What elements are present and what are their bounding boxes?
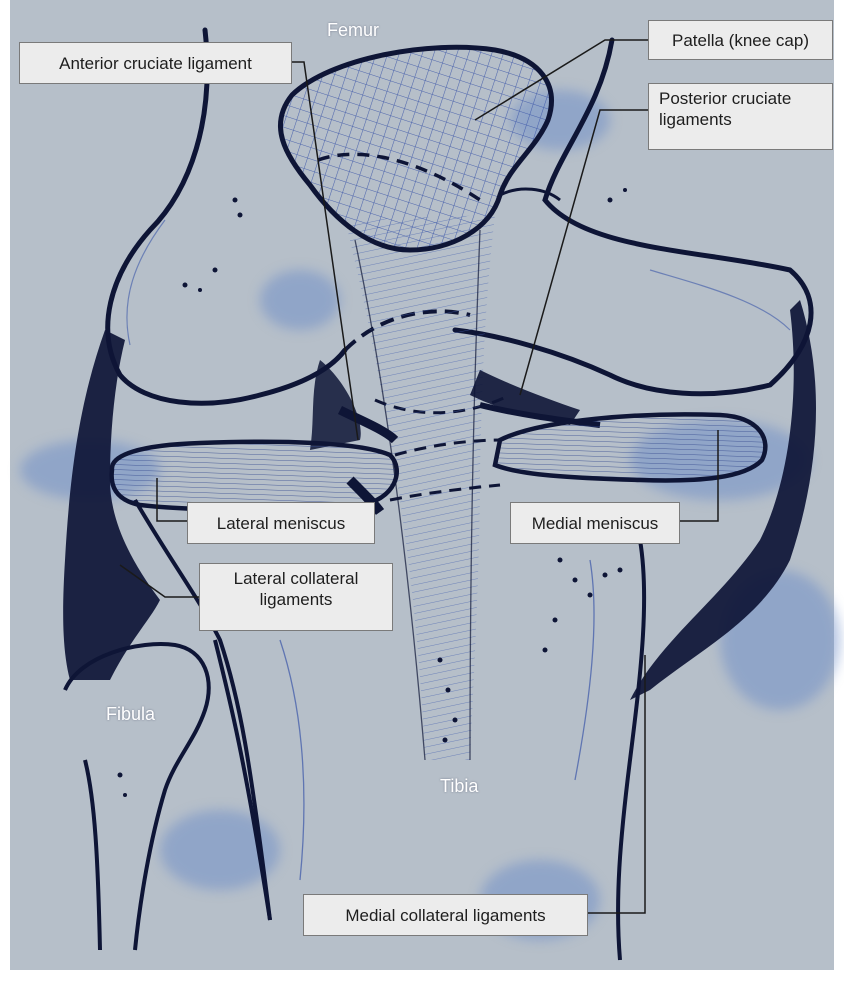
patella-label: Patella (knee cap) — [648, 20, 833, 60]
medial-collateral-ligaments-label: Medial collateral ligaments — [303, 894, 588, 936]
medial-meniscus-label: Medial meniscus — [510, 502, 680, 544]
tibia-label: Tibia — [440, 776, 478, 797]
fibula-label: Fibula — [106, 704, 155, 725]
posterior-cruciate-ligaments-label: Posterior cruciate ligaments — [648, 83, 833, 150]
femur-label: Femur — [327, 20, 379, 41]
lateral-meniscus — [112, 442, 397, 510]
lateral-collateral-ligaments-label: Lateral collateral ligaments — [199, 563, 393, 631]
lateral-meniscus-label: Lateral meniscus — [187, 502, 375, 544]
anterior-cruciate-ligament-label: Anterior cruciate ligament — [19, 42, 292, 84]
